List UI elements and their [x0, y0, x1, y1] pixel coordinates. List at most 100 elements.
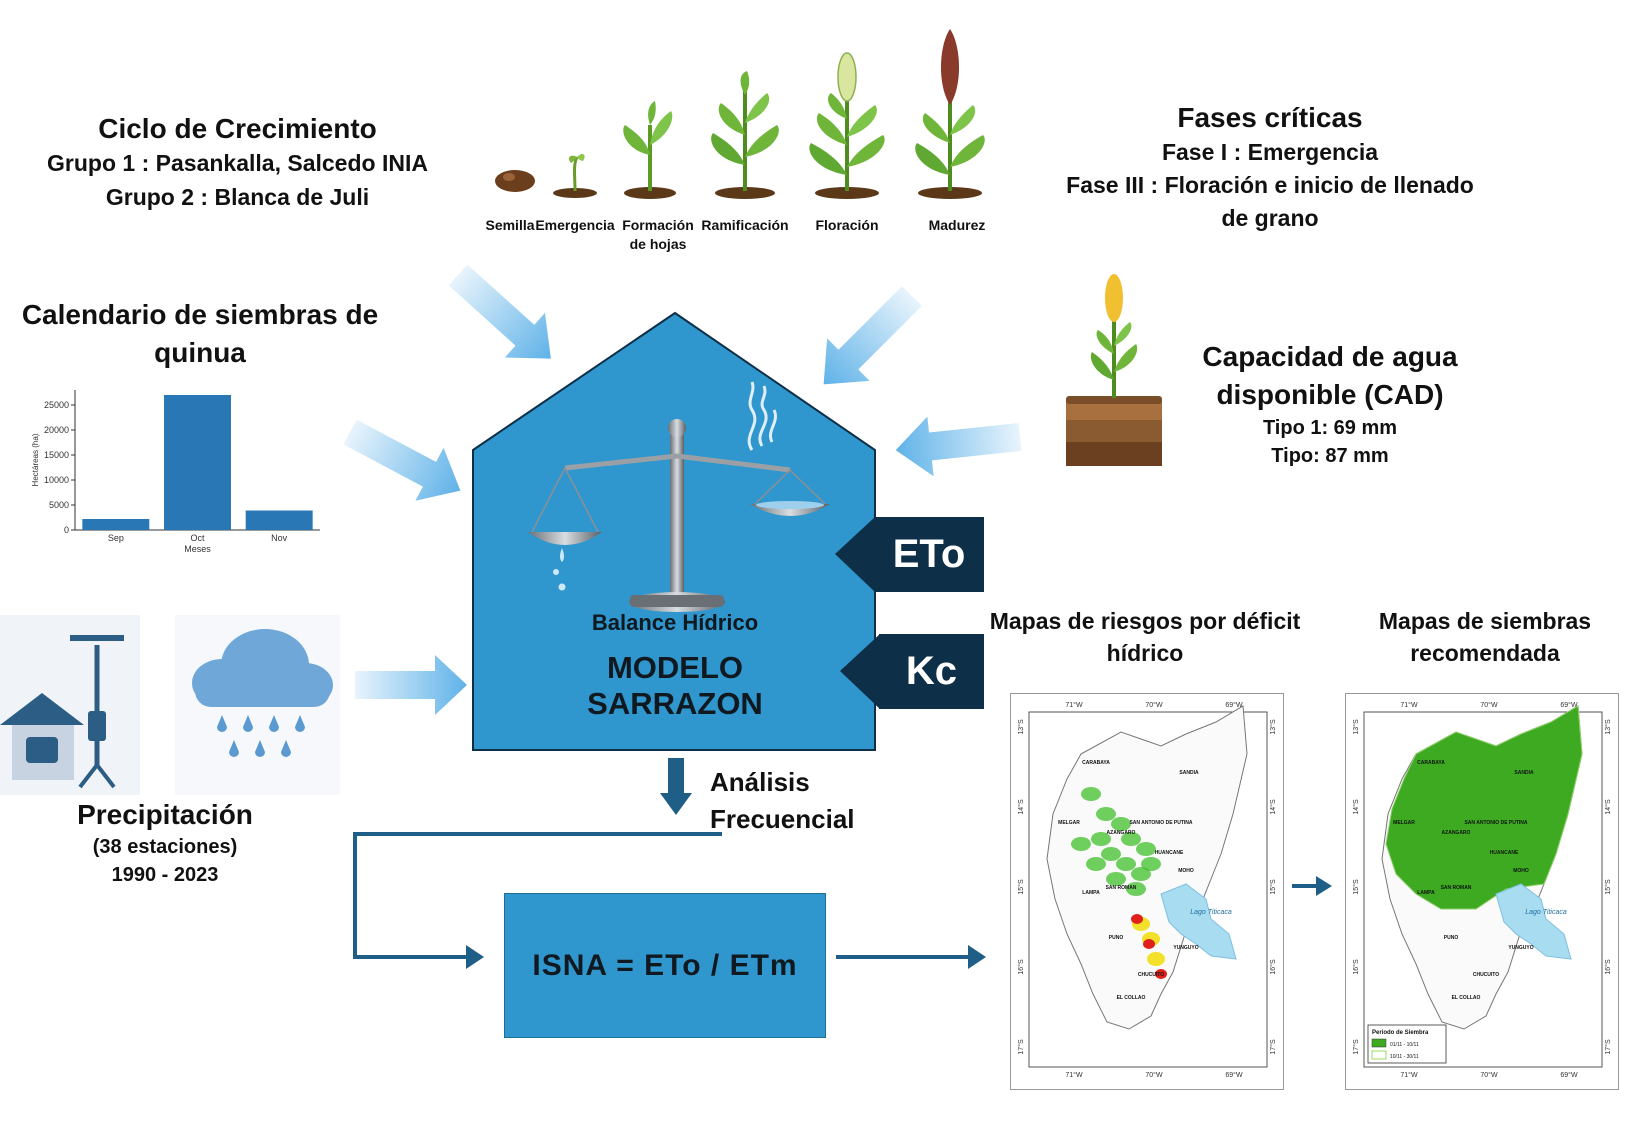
risk-high-patch	[1131, 914, 1143, 924]
calendario-title: Calendario de siembras de quinua	[21, 299, 379, 368]
place-label: YUNGUYO	[1173, 945, 1198, 951]
lon-label: 70°W	[1480, 1071, 1498, 1079]
fase-1: Fase I : Emergencia	[1161, 139, 1379, 165]
risk-low-patch	[1096, 807, 1116, 821]
lat-label: 14°S	[1017, 799, 1025, 815]
place-label: HUANCANE	[1490, 850, 1519, 856]
place-label: AZANGARO	[1107, 830, 1136, 836]
place-label: PUNO	[1109, 935, 1124, 941]
place-label: SAN ROMAN	[1441, 885, 1472, 891]
isna-formula-box: ISNA = ETo / ETm	[504, 893, 826, 1038]
steam-icon	[747, 381, 777, 451]
place-label: LAMPA	[1417, 890, 1435, 896]
lon-label: 71°W	[1065, 1071, 1083, 1079]
place-label: AZANGARO	[1442, 830, 1471, 836]
risk-high-patch	[1155, 969, 1167, 979]
risk-low-patch	[1086, 857, 1106, 871]
lat-label: 13°S	[1269, 719, 1277, 735]
place-label: MOHO	[1513, 868, 1529, 874]
phase-label: Floración	[815, 217, 879, 233]
arrow-cad-to-model	[895, 416, 1022, 477]
precipitation-illustration	[0, 615, 340, 795]
y-tick-label: 25000	[44, 400, 69, 410]
risk-low-patch	[1136, 842, 1156, 856]
kc-input-tab: Kc	[879, 634, 984, 709]
lat-label: 17°S	[1604, 1039, 1612, 1055]
fase-3: Fase III : Floración e inicio de llenado…	[1066, 172, 1474, 231]
lat-label: 14°S	[1269, 799, 1277, 815]
risk-low-patch	[1071, 837, 1091, 851]
risk-low-patch	[1101, 847, 1121, 861]
place-label: CHUCUITO	[1473, 972, 1499, 978]
water-drops-icon	[553, 548, 566, 591]
cad-title: Capacidad de agua disponible (CAD)	[1202, 341, 1458, 410]
arrow-model-to-analisis	[660, 758, 692, 815]
y-tick-label: 10000	[44, 475, 69, 485]
precip-title: Precipitación	[77, 799, 253, 830]
lon-label: 69°W	[1560, 1071, 1578, 1079]
y-tick-label: 5000	[49, 500, 69, 510]
place-label: CHUCUITO	[1138, 972, 1164, 978]
lat-label: 16°S	[1269, 959, 1277, 975]
lat-label: 13°S	[1604, 719, 1612, 735]
place-label: CARABAYA	[1082, 760, 1110, 766]
y-tick-label: 20000	[44, 425, 69, 435]
x-tick-label: Sep	[108, 533, 124, 543]
lat-label: 14°S	[1604, 799, 1612, 815]
phase-label: Ramificación	[701, 217, 789, 233]
lon-label: 70°W	[1145, 1071, 1163, 1079]
lon-label: 71°W	[1400, 701, 1418, 709]
lat-label: 14°S	[1352, 799, 1360, 815]
model-name: MODELO SARRAZON	[470, 650, 880, 722]
sprout-icon	[553, 154, 597, 198]
risk-low-patch	[1121, 832, 1141, 846]
fases-title: Fases críticas	[1177, 102, 1363, 133]
risk-high-patch	[1143, 939, 1155, 949]
analisis-line2: Frecuencial	[710, 804, 855, 834]
model-name-line1: MODELO	[606, 650, 744, 685]
lat-label: 13°S	[1352, 719, 1360, 735]
lat-label: 15°S	[1352, 879, 1360, 895]
ciclo-group2: Grupo 2 : Blanca de Juli	[105, 184, 370, 210]
lat-label: 16°S	[1352, 959, 1360, 975]
lat-label: 16°S	[1604, 959, 1612, 975]
balance-scale-icon	[528, 419, 830, 612]
x-axis-label: Meses	[184, 544, 211, 554]
y-tick-label: 0	[64, 525, 69, 535]
x-tick-label: Oct	[190, 533, 205, 543]
lat-label: 16°S	[1017, 959, 1025, 975]
risk-medium-patch	[1147, 952, 1165, 966]
lat-label: 17°S	[1269, 1039, 1277, 1055]
lat-label: 15°S	[1017, 879, 1025, 895]
risk-low-patch	[1141, 857, 1161, 871]
lon-label: 70°W	[1145, 701, 1163, 709]
legend-item: 10/11 - 30/11	[1390, 1054, 1419, 1060]
place-label: SANDIA	[1179, 770, 1199, 776]
risk-low-patch	[1116, 857, 1136, 871]
arrowhead-to-isna	[466, 945, 484, 969]
lake-label: Lago Titicaca	[1190, 909, 1232, 916]
model-subtitle: Balance Hídrico	[591, 610, 759, 635]
model-house	[472, 311, 876, 751]
ciclo-group1: Grupo 1 : Pasankalla, Salcedo INIA	[47, 150, 428, 176]
lon-label: 71°W	[1400, 1071, 1418, 1079]
legend-item: 01/11 - 10/11	[1390, 1042, 1419, 1048]
ciclo-block: Ciclo de Crecimiento Grupo 1 : Pasankall…	[0, 112, 475, 214]
place-label: CARABAYA	[1417, 760, 1445, 766]
place-label: HUANCANE	[1155, 850, 1184, 856]
risk-low-patch	[1111, 817, 1131, 831]
risk-low-patch	[1126, 882, 1146, 896]
map-riesgo-title: Mapas de riesgos por déficit hídrico	[989, 608, 1301, 666]
ciclo-title: Ciclo de Crecimiento	[98, 113, 377, 144]
precip-stations: (38 estaciones)	[92, 836, 238, 858]
place-label: SAN ANTONIO DE PUTINA	[1464, 820, 1527, 826]
lat-label: 17°S	[1017, 1039, 1025, 1055]
cad-block: Capacidad de agua disponible (CAD) Tipo …	[1160, 338, 1500, 470]
arrow-calendario-to-model	[343, 419, 461, 501]
arrow-precip-to-model	[355, 655, 467, 715]
place-label: YUNGUYO	[1508, 945, 1533, 951]
y-tick-label: 15000	[44, 450, 69, 460]
